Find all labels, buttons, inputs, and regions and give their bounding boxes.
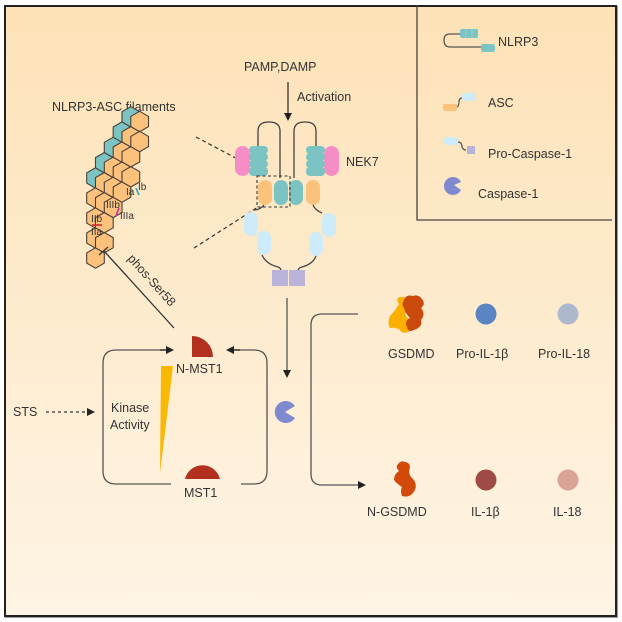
n-gsdmd-label: N-GSDMD <box>367 505 427 519</box>
legend-item-asc: ASC <box>443 93 514 111</box>
n-mst1-icon <box>192 336 213 357</box>
n-gsdmd-icon <box>394 461 416 497</box>
nlrp3-pyd-left <box>274 180 288 205</box>
nlrp3-asc-filament <box>86 105 150 269</box>
product-il-18: IL-18 <box>553 469 582 519</box>
pro-il-18-icon <box>557 303 579 325</box>
legend-border <box>416 5 612 221</box>
interface-label-iia: IIa <box>91 227 103 238</box>
interface-label-ia: Ia <box>126 187 135 198</box>
legend-item-nlrp3: NLRP3 <box>443 29 538 52</box>
procasp-card-right <box>309 232 323 256</box>
il-18-label: IL-18 <box>553 505 582 519</box>
substrate-pro-il-1b: Pro-IL-1β <box>456 303 508 361</box>
interface-label-iiib: IIIb <box>106 200 120 211</box>
legend-label-nlrp3: NLRP3 <box>498 35 538 49</box>
asc-pyd-left <box>258 180 272 205</box>
legend-label-asc: ASC <box>488 96 514 110</box>
procasp-domain-left <box>272 270 288 286</box>
il-1b-label: IL-1β <box>471 505 500 519</box>
interface-label-iib: IIb <box>91 214 103 225</box>
pro-il-1b-icon <box>475 303 497 325</box>
substrate-gsdmd: GSDMD <box>388 295 435 361</box>
legend-item-pro-caspase-1: Pro-Caspase-1 <box>444 137 572 161</box>
gsdmd-label: GSDMD <box>388 347 435 361</box>
interface-label-ib: Ib <box>138 182 147 193</box>
il-1b-icon <box>475 469 497 491</box>
gsdmd-icon <box>388 295 424 333</box>
caspase-1-icon <box>443 177 461 196</box>
zoom-box <box>256 175 291 208</box>
zoom-guide-line-top <box>195 136 263 173</box>
legend-label-pro-caspase-1: Pro-Caspase-1 <box>488 147 572 161</box>
phos-ser58-label: phos-Ser58 <box>125 252 179 309</box>
procasp-card-left <box>257 231 271 255</box>
nek7-right <box>324 146 339 176</box>
interface-label-iiia: IIIa <box>120 211 134 222</box>
legend-item-caspase-1: Caspase-1 <box>443 177 538 201</box>
inhibition-bar <box>98 246 109 256</box>
cleavage-bracket-arrow <box>310 313 366 489</box>
active-caspase-1-icon <box>274 400 295 423</box>
pro-caspase-1-icon <box>444 137 475 154</box>
product-n-gsdmd: N-GSDMD <box>367 461 427 519</box>
phos-ser58-inhibition-line <box>103 250 175 329</box>
asc-card-right <box>322 213 336 237</box>
filament-asc-hex <box>130 130 150 153</box>
activation-label: Activation <box>297 90 351 104</box>
legend-label-caspase-1: Caspase-1 <box>478 187 538 201</box>
nlrp3-lrr-right <box>306 146 325 176</box>
diagram-frame <box>4 5 617 617</box>
filament-asc-hex <box>121 165 141 188</box>
legend: NLRP3 ASC Pro-Caspase-1 Caspase-1 <box>416 5 612 221</box>
mst1-icon <box>185 465 220 479</box>
sts-label: STS <box>13 405 37 419</box>
nlrp3-pyd-right <box>289 180 303 205</box>
kinase-activity-wedge <box>160 366 173 473</box>
nek7-label: NEK7 <box>346 155 379 169</box>
stimulus-label: PAMP,DAMP <box>244 60 316 74</box>
kinase-label-line1: Kinase <box>111 401 149 415</box>
nlrp3-lrr-left <box>249 146 268 176</box>
interface-ia-ib-marker <box>135 187 140 196</box>
nlrp3-inflammasome: NEK7 <box>235 121 379 286</box>
procasp-domain-right <box>289 270 305 286</box>
loop-left <box>102 349 171 485</box>
filament-asc-hex <box>94 231 114 254</box>
n-mst1-label: N-MST1 <box>176 362 223 376</box>
nek7-left <box>235 146 250 176</box>
filament-asc-hex <box>130 110 150 133</box>
product-il-1b: IL-1β <box>471 469 500 519</box>
asc-pyd-right <box>306 180 320 205</box>
pro-il-1b-label: Pro-IL-1β <box>456 347 508 361</box>
filament-title: NLRP3-ASC filaments <box>52 100 176 114</box>
il-18-icon <box>557 469 579 491</box>
mst1-label: MST1 <box>184 486 217 500</box>
kinase-label-line2: Activity <box>110 418 150 432</box>
substrate-pro-il-18: Pro-IL-18 <box>538 303 590 361</box>
asc-card-left <box>244 212 258 236</box>
nlrp3-icon <box>443 29 495 52</box>
asc-icon <box>443 93 476 111</box>
loop-right <box>231 349 268 485</box>
filament-interface-labels: Ia Ib IIIb IIIa IIb IIa <box>91 182 147 238</box>
pro-il-18-label: Pro-IL-18 <box>538 347 590 361</box>
interface-iii-marker <box>115 207 120 217</box>
